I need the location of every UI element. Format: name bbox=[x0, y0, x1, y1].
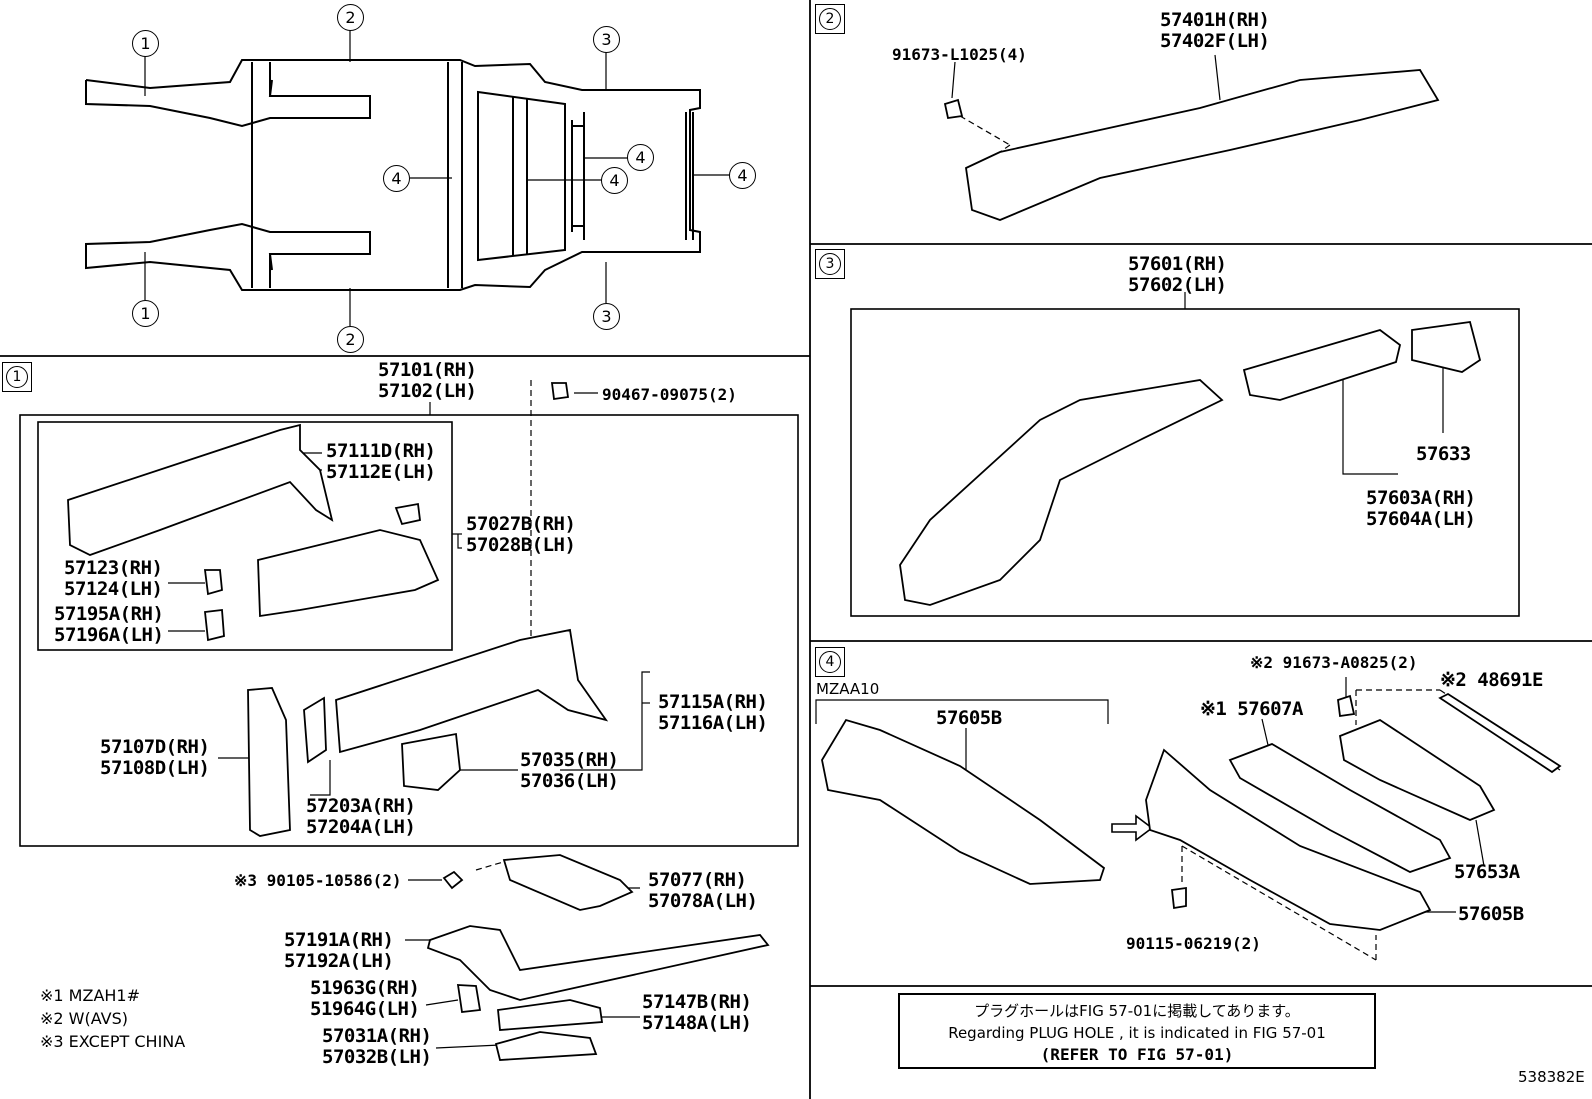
part-91673-A0825: ※2 91673-A0825(2) bbox=[1250, 653, 1418, 672]
part-48691: ※2 48691E bbox=[1440, 669, 1543, 691]
part-57115: 57115A(RH) 57116A(LH) bbox=[658, 691, 768, 734]
part-57195: 57195A(RH) 57196A(LH) bbox=[54, 603, 164, 646]
section-3-badge: 3 bbox=[815, 249, 845, 279]
section1-parts bbox=[67, 382, 770, 1061]
reference-line-refer: (REFER TO FIG 57-01) bbox=[1040, 1045, 1234, 1064]
model-code: MZAA10 bbox=[816, 680, 880, 698]
part-91673-L1025: 91673-L1025(4) bbox=[892, 45, 1027, 64]
part-57603: 57603A(RH) 57604A(LH) bbox=[1366, 487, 1476, 530]
part-57607: ※1 57607A bbox=[1200, 698, 1303, 720]
part-90467: 90467-09075(2) bbox=[602, 385, 737, 404]
part-57123: 57123(RH) 57124(LH) bbox=[64, 557, 163, 600]
section-1-badge: 1 bbox=[2, 362, 32, 392]
part-57031: 57031A(RH) 57032B(LH) bbox=[322, 1025, 432, 1068]
part-57633: 57633 bbox=[1416, 443, 1471, 465]
callout-3-top: 3 bbox=[593, 26, 620, 53]
figure-id: 538382E bbox=[1518, 1068, 1585, 1086]
reference-line-jp: プラグホールはFIG 57-01に掲載してあります。 bbox=[974, 1002, 1300, 1020]
reference-box: プラグホールはFIG 57-01に掲載してあります。 Regarding PLU… bbox=[898, 993, 1376, 1069]
section-2-badge: 2 bbox=[815, 4, 845, 34]
callout-2-bottom: 2 bbox=[337, 326, 364, 353]
part-57401: 57401H(RH) 57402F(LH) bbox=[1160, 9, 1270, 52]
underbody-overview bbox=[85, 59, 701, 291]
callout-4-right: 4 bbox=[729, 162, 756, 189]
part-51963: 51963G(RH) 51964G(LH) bbox=[310, 977, 420, 1020]
callout-2-top: 2 bbox=[337, 4, 364, 31]
part-57147: 57147B(RH) 57148A(LH) bbox=[642, 991, 752, 1034]
part-57077: 57077(RH) 57078A(LH) bbox=[648, 869, 758, 912]
part-57101: 57101(RH) 57102(LH) bbox=[378, 359, 477, 402]
footnote-2: ※2 W(AVS) bbox=[40, 1009, 128, 1028]
footnote-1: ※1 MZAH1# bbox=[40, 986, 140, 1005]
part-57605B-left: 57605B bbox=[936, 707, 1002, 729]
section3-parts bbox=[899, 320, 1482, 606]
callout-1-bottom: 1 bbox=[132, 300, 159, 327]
part-90115: 90115-06219(2) bbox=[1126, 934, 1261, 953]
part-57191: 57191A(RH) 57192A(LH) bbox=[284, 929, 394, 972]
footnote-3: ※3 EXCEPT CHINA bbox=[40, 1032, 186, 1051]
callout-4-left: 4 bbox=[383, 165, 410, 192]
reference-line-en: Regarding PLUG HOLE , it is indicated in… bbox=[948, 1024, 1326, 1042]
part-57035: 57035(RH) 57036(LH) bbox=[520, 749, 619, 792]
callout-4-upper-mid: 4 bbox=[627, 144, 654, 171]
section-4-badge: 4 bbox=[815, 647, 845, 677]
part-57653: 57653A bbox=[1454, 861, 1520, 883]
part-90105: ※3 90105-10586(2) bbox=[234, 871, 402, 890]
part-57605B-right: 57605B bbox=[1458, 903, 1524, 925]
part-57107: 57107D(RH) 57108D(LH) bbox=[100, 736, 210, 779]
callout-3-bottom: 3 bbox=[593, 303, 620, 330]
part-57111: 57111D(RH) 57112E(LH) bbox=[326, 440, 436, 483]
part-57027: 57027B(RH) 57028B(LH) bbox=[466, 513, 576, 556]
section4-parts bbox=[821, 692, 1562, 931]
part-57203: 57203A(RH) 57204A(LH) bbox=[306, 795, 416, 838]
callout-1-top: 1 bbox=[132, 30, 159, 57]
callout-4-mid: 4 bbox=[601, 167, 628, 194]
part-57601: 57601(RH) 57602(LH) bbox=[1128, 253, 1227, 296]
section2-parts bbox=[943, 69, 1440, 221]
